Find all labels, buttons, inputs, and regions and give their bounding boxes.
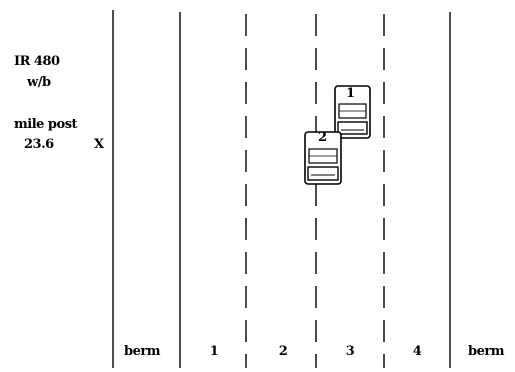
route-label: IR 480 [14, 55, 60, 69]
lane-label-2: 2 [253, 345, 313, 359]
lane-label-berm-left: berm [112, 345, 172, 359]
lane-label-3: 3 [320, 345, 380, 359]
lane-label-berm-right: berm [456, 345, 515, 359]
mile-post-value: 23.6 [24, 138, 54, 152]
vehicle-2-number: 2 [318, 131, 327, 145]
mile-post-label: mile post [14, 118, 77, 132]
lane-label-4: 4 [387, 345, 447, 359]
lane-label-1: 1 [184, 345, 244, 359]
direction-label: w/b [27, 76, 51, 90]
vehicle-1-number: 1 [346, 87, 355, 101]
location-marker: X [94, 138, 104, 152]
